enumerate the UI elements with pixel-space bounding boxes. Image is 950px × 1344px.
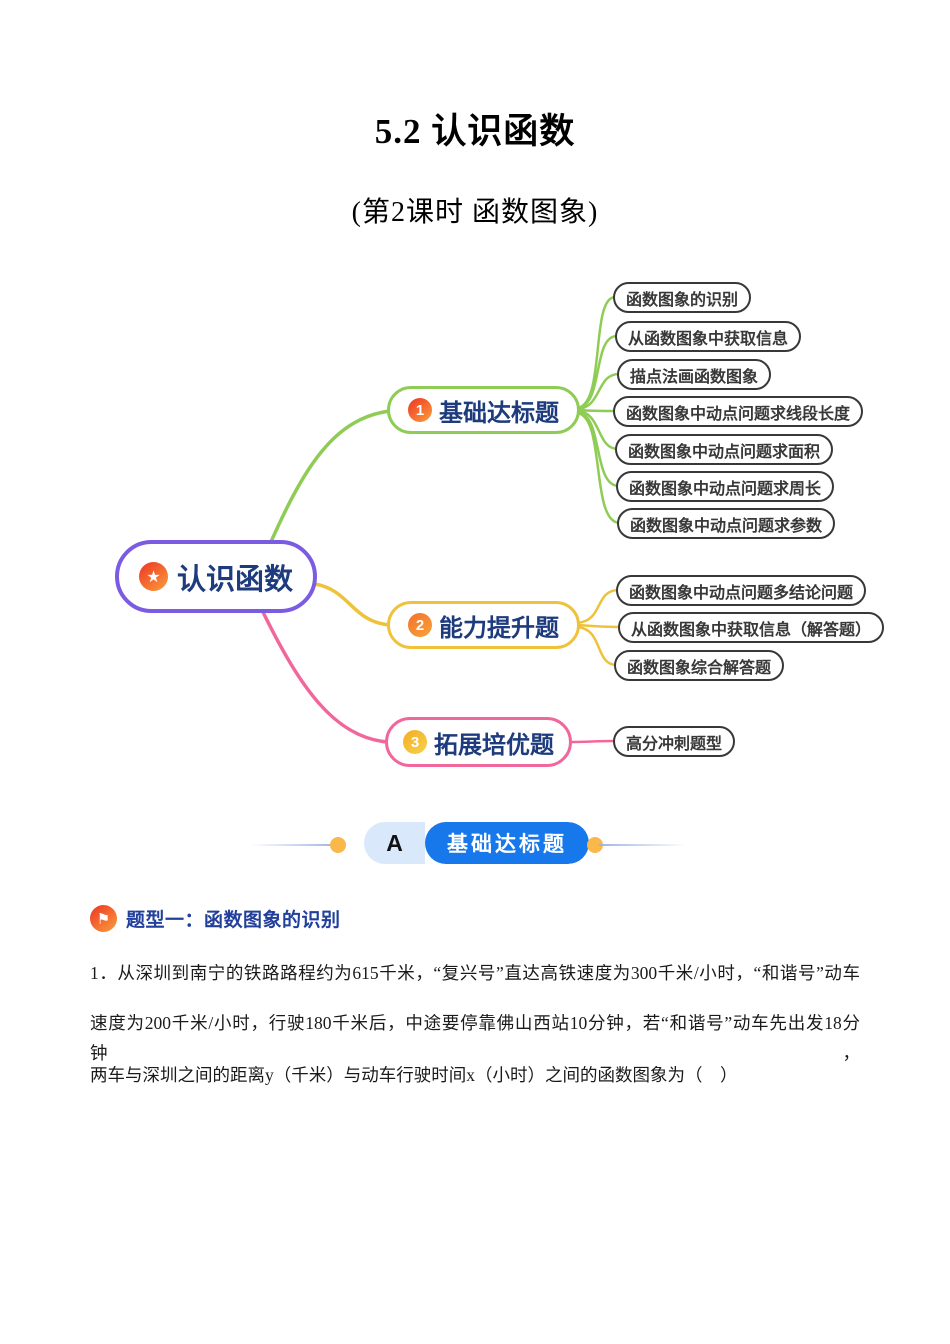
mindmap-leaf: 函数图象综合解答题 <box>614 650 785 681</box>
mindmap-leaf: 描点法画函数图象 <box>617 359 772 390</box>
section-badge: A 基础达标题 <box>364 822 589 864</box>
topic-heading: ⚑ 题型一：函数图象的识别 <box>90 905 341 932</box>
mindmap: ★ 认识函数 1 基础达标题 2 能力提升题 3 拓展培优题 函数图象的识别 从… <box>115 282 885 767</box>
mindmap-leaf: 函数图象的识别 <box>613 282 752 313</box>
mindmap-leaf: 从函数图象中获取信息 <box>615 321 802 352</box>
connector-b3-leaf1 <box>568 739 617 744</box>
mindmap-connector-lines <box>260 295 622 744</box>
number-2-icon: 2 <box>408 613 432 637</box>
branch-label: 拓展培优题 <box>434 731 554 759</box>
divider-dot-right <box>587 837 603 853</box>
flag-icon: ⚑ <box>90 905 117 932</box>
section-letter: A <box>364 822 425 864</box>
mindmap-branch-ability: 2 能力提升题 <box>387 601 580 649</box>
number-3-icon: 3 <box>403 730 427 754</box>
connector-b2-leaf1 <box>575 588 621 625</box>
mindmap-leaf: 从函数图象中获取信息（解答题） <box>618 612 885 643</box>
mindmap-branch-extension: 3 拓展培优题 <box>385 717 572 767</box>
page-subtitle: (第2课时 函数图象) <box>351 197 599 228</box>
divider-line-left <box>250 844 336 846</box>
star-icon: ★ <box>138 562 168 591</box>
connector-root-branch2 <box>313 582 392 627</box>
divider-dot-left <box>330 837 346 853</box>
number-1-icon: 1 <box>408 398 432 422</box>
connector-b1-leaf3 <box>575 372 621 411</box>
mindmap-root-label: 认识函数 <box>176 563 293 596</box>
section-label: 基础达标题 <box>425 822 589 864</box>
question-line-1: 1．从深圳到南宁的铁路路程约为615千米，“复兴号”直达高铁速度为300千米/小… <box>90 963 860 983</box>
connector-b1-leaf7 <box>575 411 622 525</box>
mindmap-leaf: 函数图象中动点问题求周长 <box>616 471 835 502</box>
connector-b2-leaf2 <box>575 623 622 629</box>
divider-line-right <box>599 844 687 846</box>
mindmap-branch-basic: 1 基础达标题 <box>387 386 580 434</box>
page-title: 5.2 认识函数 <box>374 112 576 151</box>
mindmap-leaf: 函数图象中动点问题求面积 <box>615 434 834 465</box>
connector-root-branch3 <box>260 608 390 744</box>
branch-label: 能力提升题 <box>439 614 559 642</box>
question-line-3: 两车与深圳之间的距离y（千米）与动车行驶时间x（小时）之间的函数图象为（ ） <box>90 1065 738 1085</box>
branch-label: 基础达标题 <box>439 399 559 427</box>
mindmap-leaf: 函数图象中动点问题多结论问题 <box>616 575 867 606</box>
connector-b2-leaf3 <box>575 625 619 667</box>
mindmap-root-node: ★ 认识函数 <box>115 540 317 613</box>
connector-b1-leaf1 <box>575 295 617 410</box>
mindmap-leaf: 高分冲刺题型 <box>613 726 736 757</box>
mindmap-leaf: 函数图象中动点问题求参数 <box>617 508 836 539</box>
topic-label: 题型一：函数图象的识别 <box>126 910 341 931</box>
connector-root-branch1 <box>268 409 392 546</box>
connector-b1-leaf5 <box>575 409 620 451</box>
connector-b1-leaf2 <box>575 334 619 410</box>
question-line-2: 速度为200千米/小时，行驶180千米后，中途要停靠佛山西站10分钟，若“和谐号… <box>90 1013 860 1063</box>
mindmap-leaf: 函数图象中动点问题求线段长度 <box>613 396 864 427</box>
